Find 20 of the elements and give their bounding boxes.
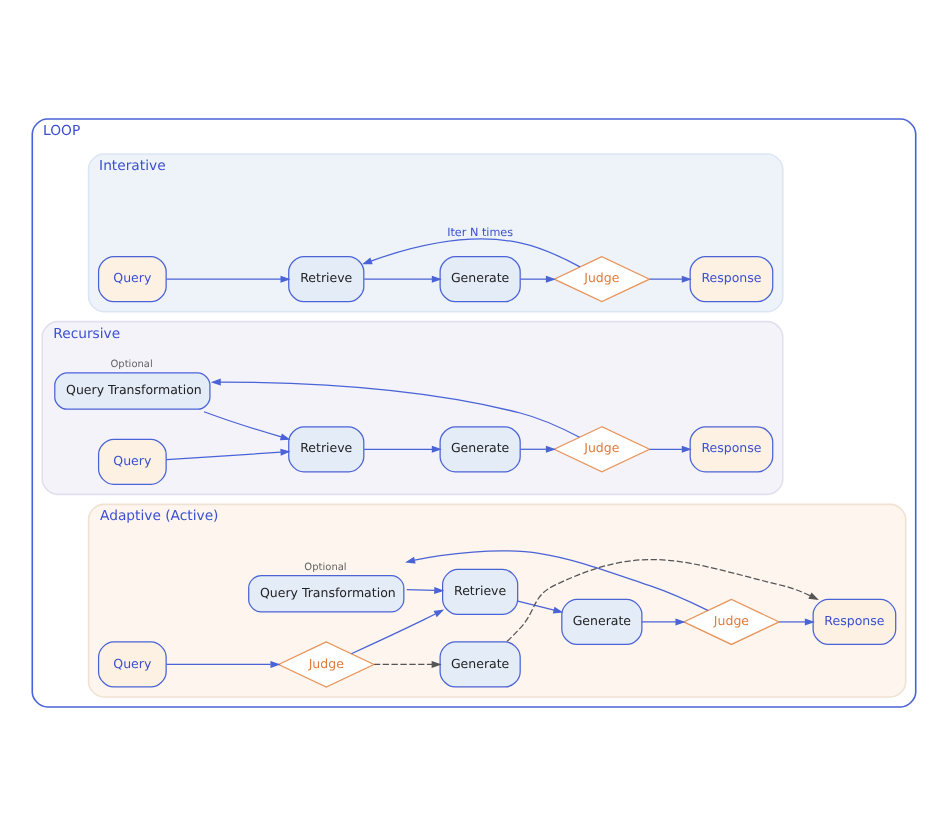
arrow (641, 617, 686, 625)
arrow (350, 608, 445, 654)
arrow (517, 599, 564, 613)
arrow (210, 377, 581, 437)
arrow (649, 274, 692, 282)
arrow (649, 444, 692, 452)
arrow (362, 237, 581, 267)
arrow (406, 585, 445, 593)
arrow (363, 274, 442, 282)
arrow (519, 444, 556, 452)
arrow (506, 557, 819, 642)
arrow (165, 447, 291, 460)
arrow (373, 659, 442, 667)
arrow (363, 444, 442, 452)
arrow (165, 659, 281, 667)
arrow (405, 549, 709, 610)
arrow (203, 410, 291, 440)
arrow (519, 274, 556, 282)
arrow (165, 274, 291, 282)
arrow (778, 617, 815, 625)
